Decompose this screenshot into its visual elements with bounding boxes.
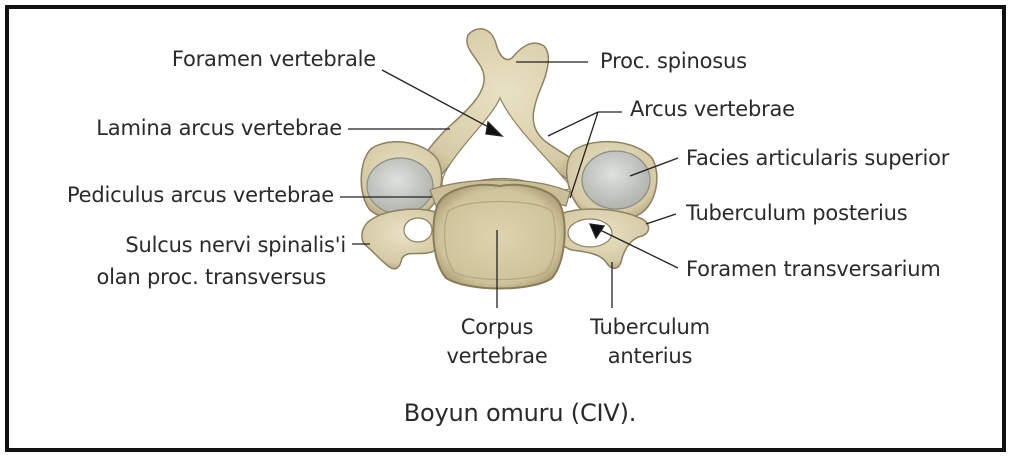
left-articular-facet-shape [367, 158, 433, 214]
label-sulcus-line2: olan proc. transversus [40, 264, 326, 291]
label-pediculus-arcus-vertebrae: Pediculus arcus vertebrae [20, 182, 334, 209]
label-proc-spinosus: Proc. spinosus [600, 48, 747, 75]
label-tuberculum-anterius-line1: Tuberculum [570, 314, 730, 341]
label-sulcus-line1: Sulcus nervi spinalis'i [40, 232, 346, 259]
label-lamina-arcus-vertebrae: Lamina arcus vertebrae [40, 115, 342, 142]
label-tuberculum-posterius: Tuberculum posterius [686, 200, 908, 227]
figure-caption: Boyun omuru (CIV). [360, 400, 680, 427]
label-foramen-transversarium: Foramen transversarium [686, 256, 941, 283]
label-arcus-vertebrae: Arcus vertebrae [630, 96, 795, 123]
left-transverse-process-shape [362, 209, 443, 269]
left-foramen-transversarium-shape [404, 218, 432, 242]
label-tuberculum-anterius-line2: anterius [570, 343, 730, 370]
label-corpus-line1: Corpus [437, 314, 557, 341]
right-articular-facet-shape [582, 151, 650, 209]
label-facies-articularis-superior: Facies articularis superior [686, 145, 949, 172]
label-corpus-line2: vertebrae [437, 343, 557, 370]
label-foramen-vertebrale: Foramen vertebrale [106, 46, 376, 73]
